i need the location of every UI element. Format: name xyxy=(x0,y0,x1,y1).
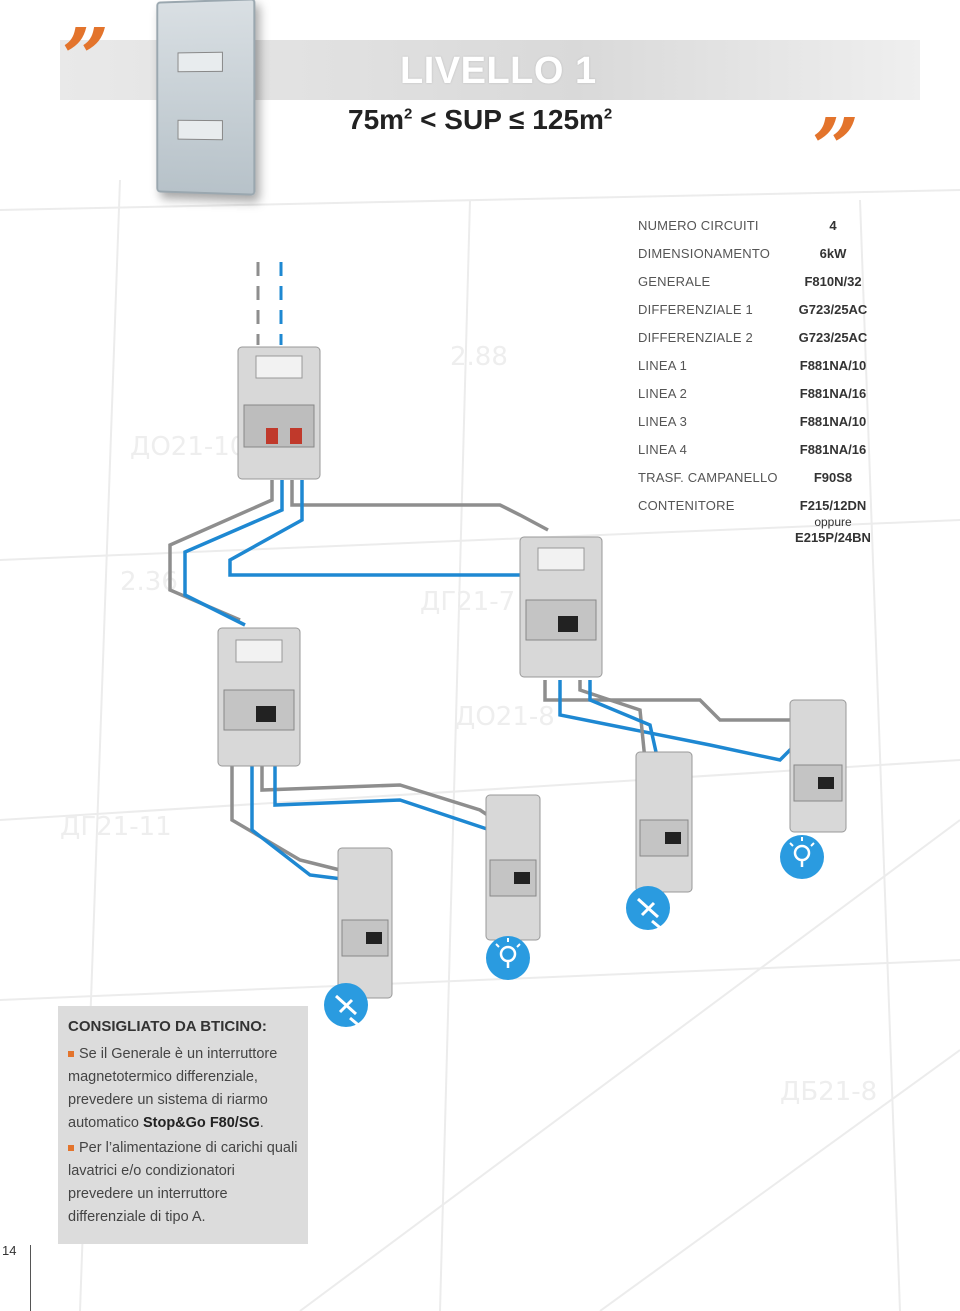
lightbulb-icon xyxy=(486,936,530,980)
spec-value: F215/12DN oppure E215P/24BN xyxy=(788,498,878,546)
spec-row-container: CONTENITORE F215/12DN oppure E215P/24BN xyxy=(638,498,878,558)
spec-row: DIMENSIONAMENTO 6kW xyxy=(638,246,878,274)
container-code-1: F215/12DN xyxy=(799,498,867,513)
spec-label: DIMENSIONAMENTO xyxy=(638,246,771,261)
page-subtitle: 75m2 < SUP ≤ 125m2 xyxy=(348,104,613,135)
spec-label: LINEA 3 xyxy=(638,414,688,429)
spec-row: LINEA 2 F881NA/16 xyxy=(638,386,878,414)
spec-row: LINEA 1 F881NA/10 xyxy=(638,358,878,386)
spec-row: GENERALE F810N/32 xyxy=(638,274,878,302)
quote-close-mark: ” xyxy=(812,101,860,197)
advice-item: Per l’alimentazione di carichi quali lav… xyxy=(68,1140,298,1225)
quote-open-mark: ” xyxy=(62,11,110,107)
line-breaker-2 xyxy=(485,794,541,941)
svg-text:2.36: 2.36 xyxy=(120,567,178,597)
svg-text:ДО21-8: ДО21-8 xyxy=(455,702,555,732)
svg-text:ДГ21-11: ДГ21-11 xyxy=(60,812,172,842)
spec-value: 6kW xyxy=(819,246,847,261)
page-title: LIVELLO 1 xyxy=(400,50,597,92)
spec-value: F881NA/10 xyxy=(799,358,867,373)
plug-icon xyxy=(324,983,368,1030)
line-breaker-1 xyxy=(337,847,393,999)
advice-item: Se il Generale è un interruttore magneto… xyxy=(68,1046,278,1131)
spec-value: 4 xyxy=(829,218,837,233)
line-breaker-4 xyxy=(789,699,847,833)
lightbulb-icon xyxy=(780,835,824,879)
spec-label: LINEA 1 xyxy=(638,358,688,373)
page-number: 14 xyxy=(2,1243,17,1258)
svg-text:ДО21-10: ДО21-10 xyxy=(130,432,246,462)
svg-text:2.88: 2.88 xyxy=(450,342,508,372)
spec-value: F881NA/10 xyxy=(799,414,867,429)
page-divider xyxy=(30,1245,31,1311)
svg-text:ДБ21-8: ДБ21-8 xyxy=(780,1077,877,1107)
plug-icon xyxy=(626,886,670,933)
spec-table: NUMERO CIRCUITI 4 DIMENSIONAMENTO 6kW GENE… xyxy=(638,218,878,558)
advice-title: CONSIGLIATO DA BTICINO: xyxy=(68,1018,267,1035)
spec-row: DIFFERENZIALE 2 G723/25AC xyxy=(638,330,878,358)
spec-value: F881NA/16 xyxy=(799,442,867,457)
spec-label: DIFFERENZIALE 1 xyxy=(638,302,753,317)
spec-row: NUMERO CIRCUITI 4 xyxy=(638,218,878,246)
spec-label: LINEA 4 xyxy=(638,442,688,457)
container-or: oppure xyxy=(814,515,852,529)
main-breaker xyxy=(237,346,321,480)
spec-row: DIFFERENZIALE 1 G723/25AC xyxy=(638,302,878,330)
spec-label: GENERALE xyxy=(638,274,711,289)
spec-row: TRASF. CAMPANELLO F90S8 xyxy=(638,470,878,498)
spec-row: LINEA 4 F881NA/16 xyxy=(638,442,878,470)
line-breaker-3 xyxy=(635,751,693,893)
spec-row: LINEA 3 F881NA/10 xyxy=(638,414,878,442)
spec-label: TRASF. CAMPANELLO xyxy=(638,470,778,485)
spec-label: DIFFERENZIALE 2 xyxy=(638,330,753,345)
spec-value: G723/25AC xyxy=(798,330,868,345)
advice-box: CONSIGLIATO DA BTICINO: Se il Generale è… xyxy=(58,1006,308,1244)
differential-breaker-2 xyxy=(519,536,603,678)
bullet-icon xyxy=(68,1051,74,1058)
bullet-icon xyxy=(68,1145,74,1152)
svg-text:ДГ21-7: ДГ21-7 xyxy=(420,587,515,617)
spec-value: G723/25AC xyxy=(798,302,868,317)
differential-breaker-1 xyxy=(217,627,301,767)
spec-label: CONTENITORE xyxy=(638,498,735,513)
spec-value: F90S8 xyxy=(813,470,853,485)
spec-label: NUMERO CIRCUITI xyxy=(638,218,759,233)
spec-value: F881NA/16 xyxy=(799,386,867,401)
spec-label: LINEA 2 xyxy=(638,386,688,401)
spec-value: F810N/32 xyxy=(804,274,862,289)
container-code-2: E215P/24BN xyxy=(795,530,871,545)
